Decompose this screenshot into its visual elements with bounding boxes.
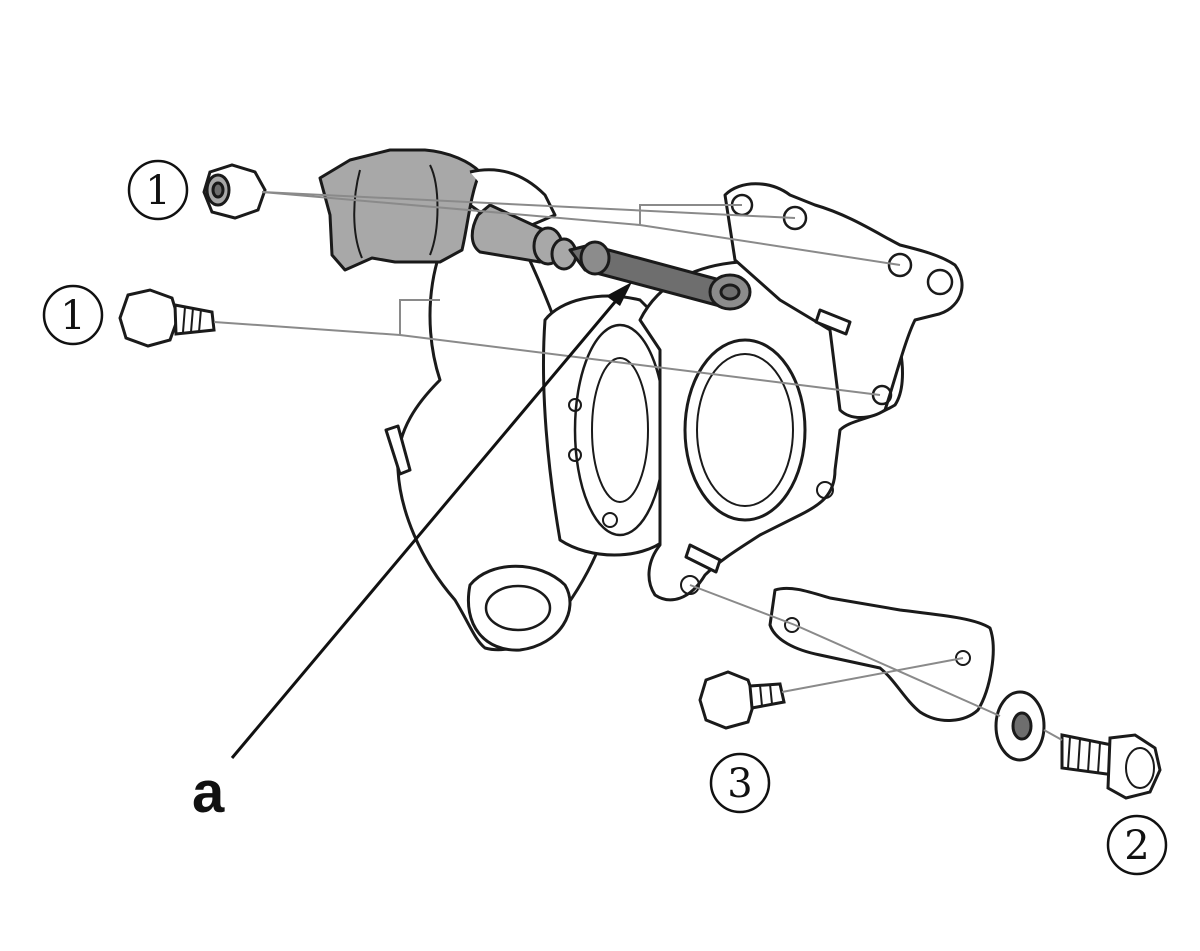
lower-bracket	[768, 586, 995, 722]
washer	[994, 690, 1046, 762]
nut-1-upper	[202, 163, 267, 220]
callout-3: 3	[709, 752, 771, 814]
callout-1-upper-number: 1	[145, 168, 170, 214]
leader-lines	[213, 191, 1063, 741]
callout-2-number: 2	[1124, 823, 1149, 869]
bolt-1-mid	[118, 288, 216, 348]
pointer-label-a: a	[192, 760, 225, 825]
turbocharger-body	[384, 182, 964, 652]
pointer-arrow-a	[230, 282, 632, 759]
callout-1-mid-number: 1	[60, 293, 85, 339]
bolt-3	[698, 670, 786, 730]
actuator-rod	[470, 203, 752, 311]
callout-1-upper: 1	[127, 159, 189, 221]
callout-2: 2	[1106, 814, 1168, 876]
wastegate-actuator	[318, 148, 557, 272]
callout-3-number: 3	[727, 761, 752, 807]
bolt-2	[1060, 733, 1162, 800]
callout-1-mid: 1	[42, 284, 104, 346]
